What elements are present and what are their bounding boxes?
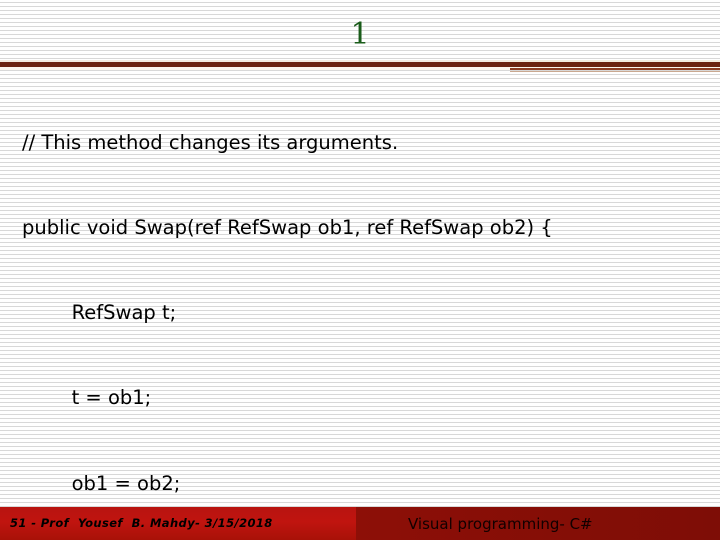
- footer-course-title: Visual programming- C#: [408, 515, 593, 533]
- code-line: public void Swap(ref RefSwap ob1, ref Re…: [22, 216, 553, 240]
- code-line: RefSwap t;: [22, 301, 177, 325]
- header-rule-shadow: [0, 67, 720, 70]
- slide-footer: 51 - Prof Yousef B. Mahdy- 3/15/2018 Vis…: [0, 507, 720, 540]
- footer-author-date: 51 - Prof Yousef B. Mahdy- 3/15/2018: [10, 516, 273, 530]
- code-line: ob1 = ob2;: [22, 471, 181, 495]
- header-rule-highlight: [0, 60, 720, 62]
- header-rule-secondary: [510, 68, 720, 70]
- header-rule-primary: [0, 62, 720, 67]
- footer-bar-left: [0, 507, 356, 540]
- slide-number: 1: [350, 17, 370, 52]
- code-line: t = ob1;: [22, 386, 152, 410]
- code-block: // This method changes its arguments. pu…: [22, 72, 712, 540]
- code-line: // This method changes its arguments.: [22, 130, 399, 154]
- header-rule-secondary-light: [510, 71, 720, 72]
